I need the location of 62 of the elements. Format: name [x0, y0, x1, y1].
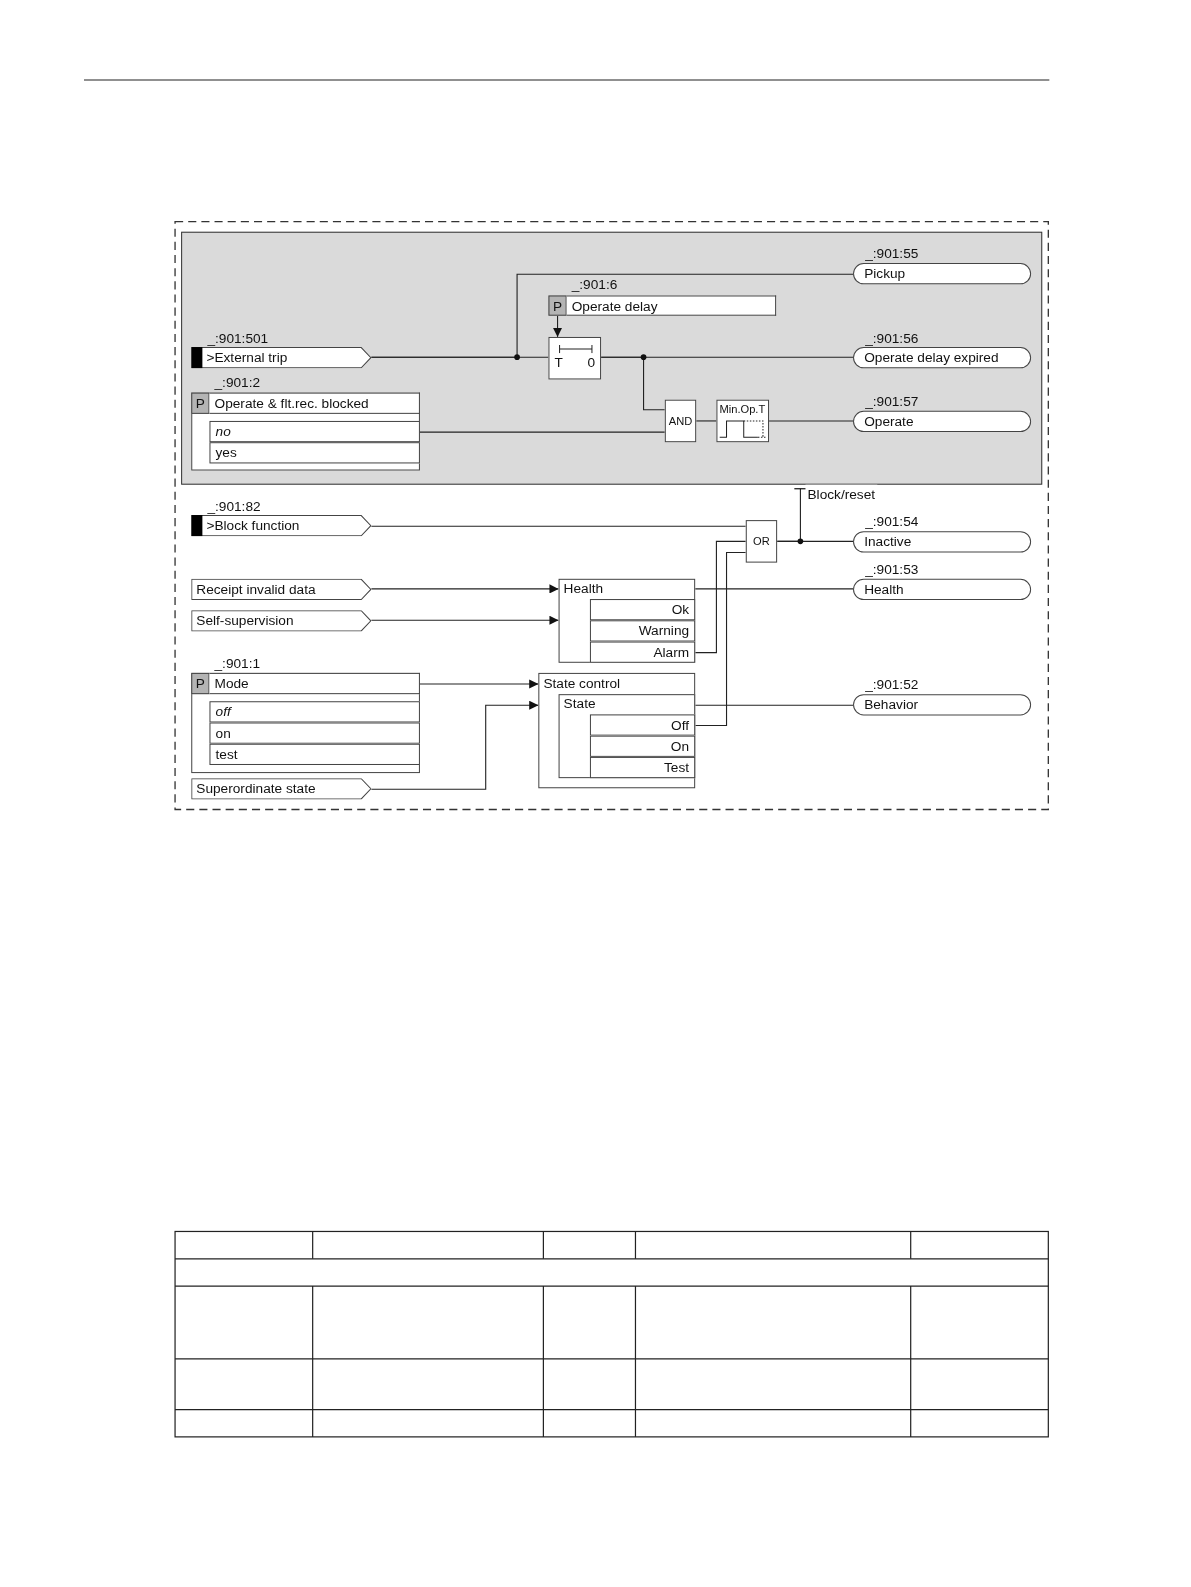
output-signal: Inactive	[853, 531, 1032, 553]
state-row: Ok	[589, 599, 696, 621]
parameter-name: Operate delay	[566, 295, 777, 316]
arrow	[553, 315, 563, 338]
option-row: on	[209, 722, 420, 744]
logic-gate: AND	[664, 399, 697, 443]
input-signal: >Block function	[191, 515, 372, 537]
block-label: Min.Op.T	[719, 401, 766, 417]
signal-address: _:901:53	[865, 560, 919, 578]
signal-address: _:901:82	[207, 497, 261, 516]
parameter-name: Operate & flt.rec. blocked	[209, 392, 420, 414]
input-signal: Superordinate state	[191, 778, 372, 800]
output-signal: Behavior	[853, 694, 1032, 716]
output-signal: Pickup	[853, 263, 1032, 285]
input-signal: Receipt invalid data	[191, 578, 372, 601]
output-signal: Operate delay expired	[853, 347, 1032, 369]
signal-address: _:901:57	[865, 392, 919, 410]
signal-address: _:901:56	[865, 329, 919, 348]
timer-label: 0	[587, 354, 595, 373]
signal-address: _:901:55	[865, 244, 919, 263]
signal-line	[694, 588, 854, 590]
state-row: Warning	[589, 620, 696, 642]
input-signal: Self-supervision	[191, 610, 372, 632]
signal-address: _:901:2	[214, 373, 261, 391]
input-signal: >External trip	[191, 347, 372, 369]
signal-line	[600, 356, 666, 411]
arrow	[419, 679, 539, 689]
signal-address: _:901:54	[865, 513, 919, 531]
arrow	[370, 700, 539, 790]
signal-line	[419, 431, 666, 433]
option-row: off	[209, 701, 420, 723]
signal-address: _:901:1	[214, 654, 261, 672]
signal-line	[694, 540, 747, 654]
block-title: State	[562, 695, 596, 714]
parameter-tag: P	[191, 672, 210, 695]
parameter-name: Mode	[209, 672, 420, 695]
option-row: yes	[209, 442, 420, 464]
output-signal: Health	[853, 578, 1032, 601]
signal-address: _:901:52	[865, 675, 919, 694]
signal-line	[695, 420, 717, 422]
block-title: Health	[562, 579, 604, 598]
logic-gate: OR	[745, 520, 778, 563]
parameter-tag: P	[191, 392, 210, 414]
signal-line	[370, 525, 747, 527]
option-row: no	[209, 420, 420, 443]
block-title: State control	[542, 674, 621, 694]
state-row: Off	[589, 714, 696, 736]
state-row: Test	[589, 756, 696, 779]
state-row: On	[589, 735, 696, 757]
signal-line	[694, 704, 854, 706]
arrow	[370, 584, 560, 594]
arrow	[370, 615, 560, 625]
timer-label: T	[554, 354, 563, 373]
option-row: test	[209, 743, 420, 765]
signal-line	[694, 551, 747, 727]
signal-line	[370, 273, 854, 358]
parameter-tag: P	[548, 295, 567, 316]
signal-address: _:901:6	[571, 276, 618, 294]
signal-address: _:901:501	[207, 329, 269, 348]
output-signal: Operate	[853, 410, 1032, 433]
state-row: Alarm	[589, 641, 696, 663]
signal-line	[768, 420, 854, 422]
